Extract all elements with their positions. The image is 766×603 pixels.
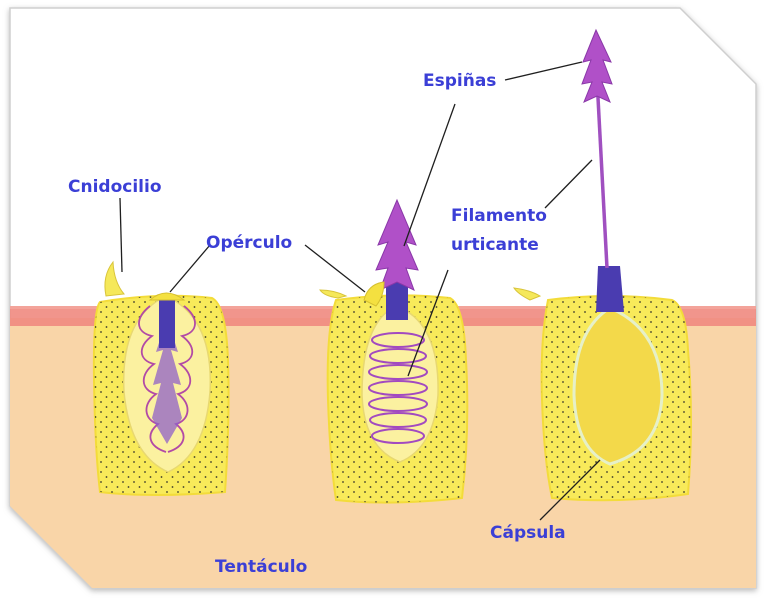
label-espinas: Espiñas xyxy=(423,71,496,91)
label-operculo: Opérculo xyxy=(206,233,292,253)
label-tentaculo: Tentáculo xyxy=(215,557,307,577)
label-urticante: urticante xyxy=(451,235,539,255)
label-capsula: Cápsula xyxy=(490,523,566,543)
label-filamento: Filamento xyxy=(451,206,547,226)
label-cnidocilio: Cnidocilio xyxy=(68,177,162,197)
